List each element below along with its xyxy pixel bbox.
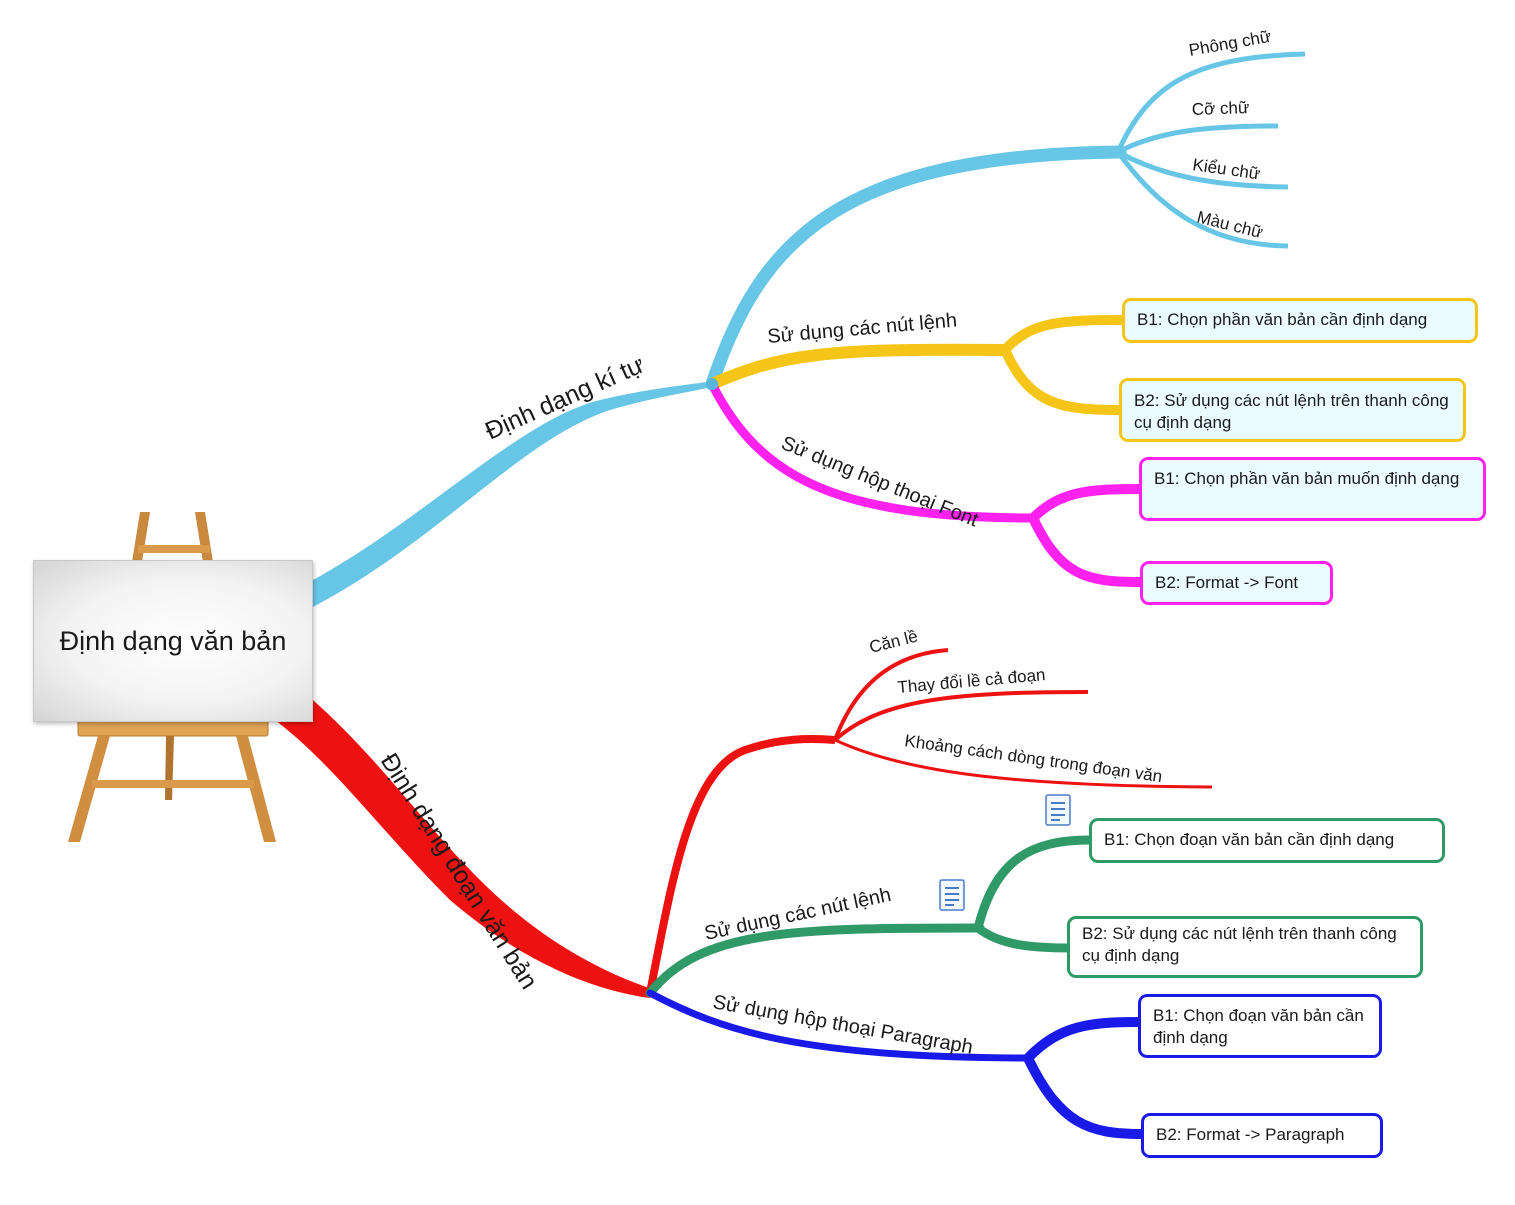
- step-line: [1028, 1058, 1142, 1134]
- branch-paragraph-buttons-line: [650, 928, 980, 993]
- step-line: [978, 840, 1090, 928]
- notes-icon: [940, 880, 964, 910]
- step-para-buttons-1: B1: Chọn đoạn văn bản cần định dạng: [1089, 818, 1445, 863]
- step-line: [1033, 489, 1140, 518]
- step-line: [1028, 1022, 1140, 1058]
- step-line: [1005, 320, 1122, 350]
- leaf-line: [835, 692, 1088, 740]
- branch-node: [706, 378, 718, 390]
- step-char-buttons-2: B2: Sử dụng các nút lệnh trên thanh công…: [1119, 378, 1466, 442]
- branch-paragraph-format-line: [272, 700, 655, 998]
- step-line: [1033, 518, 1140, 582]
- notes-icon: [1046, 795, 1070, 825]
- branch-paragraph-options-line: [650, 739, 835, 993]
- step-char-dialog-2: B2: Format -> Font: [1140, 561, 1333, 605]
- step-line: [978, 928, 1070, 948]
- topic-char-buttons: Sử dụng các nút lệnh: [767, 309, 958, 347]
- step-line: [1005, 350, 1122, 410]
- step-char-dialog-1: B1: Chọn phần văn bản muốn định dạng: [1139, 457, 1486, 521]
- step-para-dialog-2: B2: Format -> Paragraph: [1141, 1113, 1383, 1158]
- leaf-font-size: Cỡ chữ: [1191, 98, 1249, 119]
- leaf-line: [1118, 126, 1278, 152]
- step-char-buttons-1: B1: Chọn phần văn bản cần định dạng: [1122, 298, 1478, 343]
- branch-font-dialog-line: [712, 384, 1035, 518]
- leaf-alignment: Căn lề: [867, 627, 919, 657]
- central-topic: Định dạng văn bản: [33, 560, 313, 722]
- branch-buttons-line: [712, 350, 1005, 384]
- step-para-dialog-1: B1: Chọn đoạn văn bản cần định dạng: [1138, 994, 1382, 1058]
- step-para-buttons-2: B2: Sử dụng các nút lệnh trên thanh công…: [1067, 916, 1423, 978]
- leaf-line-spacing: Khoảng cách dòng trong đoạn văn: [903, 731, 1163, 786]
- branch-label-paragraph-format: Định dạng đoạn văn bản: [375, 748, 543, 994]
